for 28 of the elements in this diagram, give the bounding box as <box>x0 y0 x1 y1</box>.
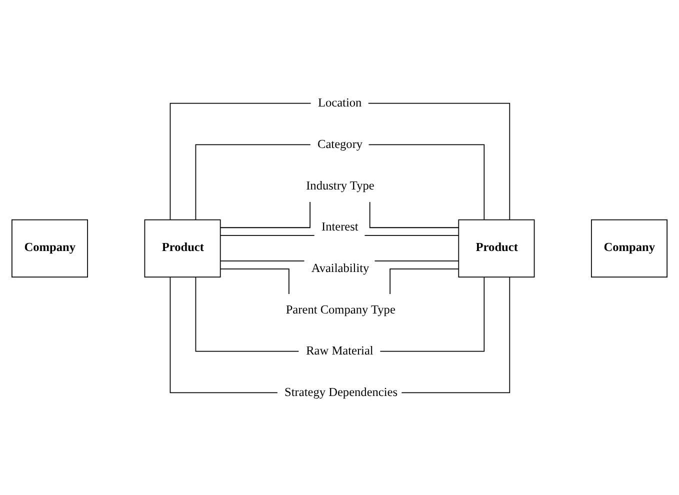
node-text: Category <box>318 136 363 150</box>
node-text: Industry Type <box>306 178 374 192</box>
node-box: Company <box>12 218 88 277</box>
connector <box>368 144 485 220</box>
connector <box>220 234 315 236</box>
node-box: Company <box>591 218 668 277</box>
connector <box>368 102 510 220</box>
node-text: Strategy Dependencies <box>284 384 398 398</box>
connector <box>390 268 460 294</box>
node-text: Location <box>318 95 362 110</box>
node-box: Product <box>458 218 535 277</box>
connector <box>195 276 300 352</box>
node-text: Interest <box>321 219 358 234</box>
connector <box>220 201 310 228</box>
connector <box>380 276 485 352</box>
connector <box>170 276 278 393</box>
connector <box>195 144 311 220</box>
node-text: Parent Company Type <box>286 302 396 316</box>
connector <box>220 260 305 261</box>
node-text: Availability <box>311 260 370 274</box>
connector <box>369 201 459 228</box>
connector <box>401 276 510 393</box>
node-text: Raw Material <box>306 343 374 358</box>
connector <box>170 102 312 220</box>
connector <box>374 260 460 261</box>
node-box: Product <box>144 218 221 277</box>
connector <box>220 268 290 294</box>
connector <box>364 234 459 236</box>
